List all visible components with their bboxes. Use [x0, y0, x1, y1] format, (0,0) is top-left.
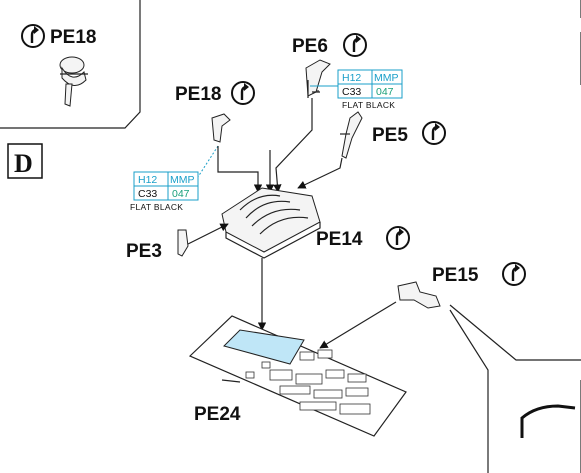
pe5-part-icon: [340, 111, 363, 159]
paint-finish: FLAT BLACK: [342, 100, 395, 110]
fold-arrow-icon: [385, 225, 411, 251]
pe24-sheet: [188, 315, 407, 437]
label-pe5: PE5: [372, 125, 408, 146]
curved-edge-mark: [520, 404, 576, 438]
paint-label-left: H12 MMP C33 047 FLAT BLACK: [130, 171, 199, 212]
pe6-part-icon: [305, 59, 331, 98]
label-pe3: PE3: [126, 241, 162, 262]
pe18-detail-part-icon: [59, 56, 88, 107]
paint-finish: FLAT BLACK: [130, 202, 183, 212]
label-pe14: PE14: [316, 229, 363, 250]
label-pe6: PE6: [292, 36, 328, 57]
paint-code-number: 047: [376, 86, 394, 98]
fold-arrow-icon: [230, 80, 256, 106]
label-pe24: PE24: [194, 404, 241, 425]
label-pe18: PE18: [175, 84, 221, 105]
paint-code-c: C33: [138, 188, 157, 200]
paint-code-h: H12: [342, 72, 361, 84]
fold-arrow-icon: [342, 32, 368, 58]
paint-code-mmp: MMP: [170, 174, 195, 186]
fold-arrow-icon: [20, 23, 46, 49]
step-box: D: [7, 143, 43, 179]
fold-arrow-icon: [421, 120, 447, 146]
paint-code-c: C33: [342, 86, 361, 98]
pe15-part-icon: [397, 281, 441, 309]
label-pe15: PE15: [432, 265, 479, 286]
detail-inset: PE18: [0, 0, 141, 129]
step-letter: D: [14, 149, 33, 178]
paint-code-h: H12: [138, 174, 157, 186]
fold-arrow-icon: [501, 261, 527, 287]
pe14-part-icon: [221, 187, 321, 259]
pe3-part-icon: [177, 229, 189, 257]
paint-code-mmp: MMP: [374, 72, 399, 84]
paint-code-number: 047: [172, 188, 190, 200]
paint-label-right: H12 MMP C33 047 FLAT BLACK: [310, 69, 403, 110]
pe18-part-icon: [211, 113, 231, 143]
label-pe18-detail: PE18: [50, 27, 96, 48]
